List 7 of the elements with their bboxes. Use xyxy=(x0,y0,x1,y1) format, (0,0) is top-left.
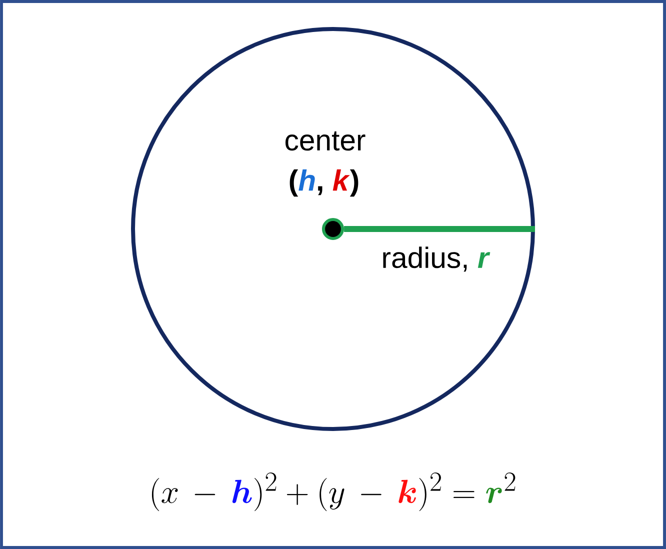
center-label: center xyxy=(286,131,366,151)
radius-line xyxy=(344,226,536,232)
edge-label: $\textrm{radius, }\textcolor[HTML]{1FA050}{\textbf{\textit{r}}}$ xyxy=(383,246,490,272)
circle-equation: $(x\,-\,\boldsymbol{\textcolor[HTML]{1010FF}{h}})^2+(y\,-\,\boldsymbol{\textcolor[HTML]{FF1010}{k}})^2=\boldsymbol{\textcolor[HTML]{228B22}{r}}^2$ xyxy=(152,472,516,512)
center-point xyxy=(322,218,344,240)
circle-outline xyxy=(131,27,535,431)
center-coordinates: $\textbf{(\textcolor[HTML]{1A6FD6}{\textit{h}}, \textcolor[HTML]{E00000}{\textit{k}})}$ xyxy=(290,169,358,197)
